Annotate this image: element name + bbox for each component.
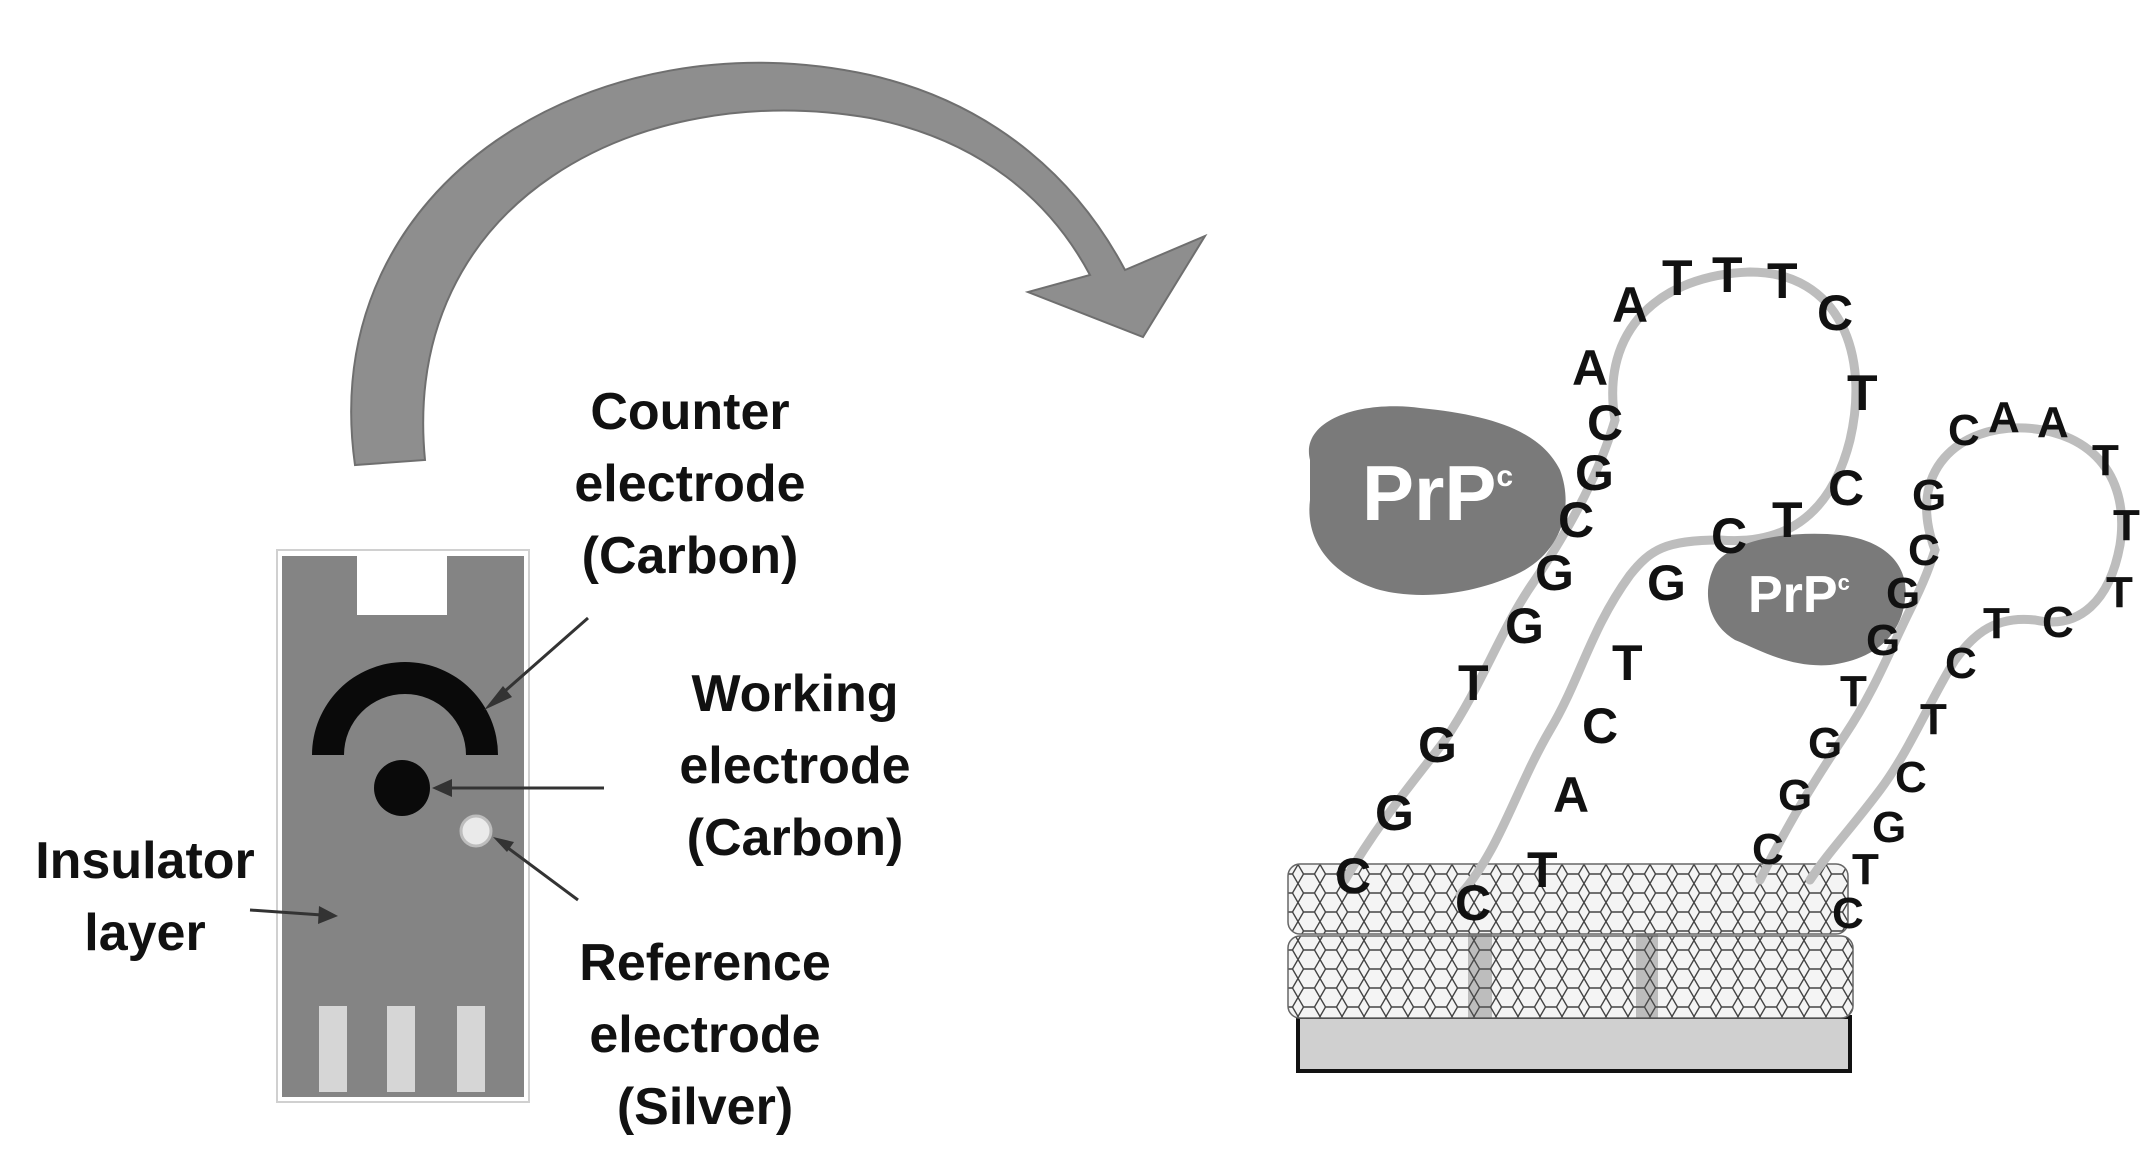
nucleotide-base: A bbox=[1553, 767, 1589, 823]
prp-label-small: PrPc bbox=[1748, 566, 1850, 624]
nucleotide-base: C bbox=[1587, 395, 1623, 451]
reference-pointer-arrow bbox=[493, 837, 579, 902]
counter-electrode bbox=[312, 662, 498, 755]
reference-electrode bbox=[459, 814, 493, 848]
nucleotide-base: C bbox=[1455, 875, 1491, 931]
nucleotide-base: G bbox=[1886, 569, 1920, 618]
nucleotide-base: T bbox=[1920, 695, 1947, 744]
nucleotide-base: G bbox=[1418, 717, 1457, 773]
aptamer-strand-right bbox=[1755, 423, 2127, 885]
curved-arrow bbox=[350, 61, 1208, 467]
nucleotide-base: C bbox=[1558, 492, 1594, 548]
nucleotide-base: T bbox=[2106, 568, 2133, 617]
prp-protein-small: PrPc bbox=[1707, 533, 1906, 666]
prp-label-large: PrPc bbox=[1362, 449, 1513, 537]
nucleotide-base: T bbox=[1772, 492, 1803, 548]
contact-pad-3 bbox=[457, 1006, 485, 1092]
nucleotide-base: C bbox=[1817, 285, 1853, 341]
nucleotide-base: G bbox=[1575, 445, 1614, 501]
nucleotide-base: T bbox=[1767, 253, 1798, 309]
nucleotide-base: C bbox=[1582, 698, 1618, 754]
nucleotide-base: G bbox=[1647, 555, 1686, 611]
nucleotide-base: T bbox=[1852, 845, 1879, 894]
nucleotide-base: T bbox=[1612, 635, 1643, 691]
nucleotide-base: T bbox=[1847, 365, 1878, 421]
nucleotide-base: C bbox=[1948, 406, 1980, 455]
carbon-nanotube-layer bbox=[1287, 863, 1854, 1019]
nucleotide-base: G bbox=[1912, 471, 1946, 520]
nucleotide-base: G bbox=[1778, 771, 1812, 820]
nucleotide-base: C bbox=[1832, 889, 1864, 938]
nucleotide-base: G bbox=[1505, 598, 1544, 654]
nucleotide-base: T bbox=[1983, 599, 2010, 648]
insulator-pointer-arrow bbox=[249, 906, 338, 924]
prp-protein-large: PrPc bbox=[1308, 406, 1566, 595]
nucleotide-base: T bbox=[1458, 655, 1489, 711]
electrode-frame bbox=[276, 549, 530, 1103]
working-pointer-arrow bbox=[432, 779, 604, 797]
nucleotide-base: G bbox=[1375, 785, 1414, 841]
nucleotide-base: C bbox=[2042, 598, 2074, 647]
nucleotide-base: T bbox=[2092, 436, 2119, 485]
nucleotide-base: G bbox=[1872, 803, 1906, 852]
nucleotide-base: C bbox=[1711, 508, 1747, 564]
nucleotide-base: C bbox=[1908, 526, 1940, 575]
nucleotide-base: C bbox=[1895, 753, 1927, 802]
nucleotide-base: T bbox=[1662, 250, 1693, 306]
nucleotide-base: T bbox=[1712, 247, 1743, 303]
aptamer-strand-left bbox=[1340, 267, 1861, 900]
nucleotide-base: G bbox=[1866, 616, 1900, 665]
contact-pad-1 bbox=[319, 1006, 347, 1092]
nucleotide-base: G bbox=[1808, 719, 1842, 768]
nucleotide-base: C bbox=[1945, 639, 1977, 688]
nucleotide-base: G bbox=[1535, 545, 1574, 601]
nucleotide-base: A bbox=[2037, 398, 2069, 447]
nucleotide-base: A bbox=[1572, 340, 1608, 396]
nucleotide-base: T bbox=[1527, 842, 1558, 898]
nucleotide-base: A bbox=[1612, 277, 1648, 333]
nucleotide-base: T bbox=[1840, 667, 1867, 716]
substrate bbox=[1296, 1015, 1852, 1073]
nucleotide-base: T bbox=[2113, 501, 2140, 550]
nucleotide-base: C bbox=[1752, 825, 1784, 874]
contact-pad-2 bbox=[387, 1006, 415, 1092]
counter-pointer-arrow bbox=[484, 616, 589, 710]
nucleotide-base: A bbox=[1988, 393, 2020, 442]
working-electrode bbox=[374, 760, 430, 816]
nucleotide-base: C bbox=[1828, 460, 1864, 516]
nucleotide-base: C bbox=[1335, 848, 1371, 904]
screen-printed-electrode bbox=[276, 549, 530, 1103]
